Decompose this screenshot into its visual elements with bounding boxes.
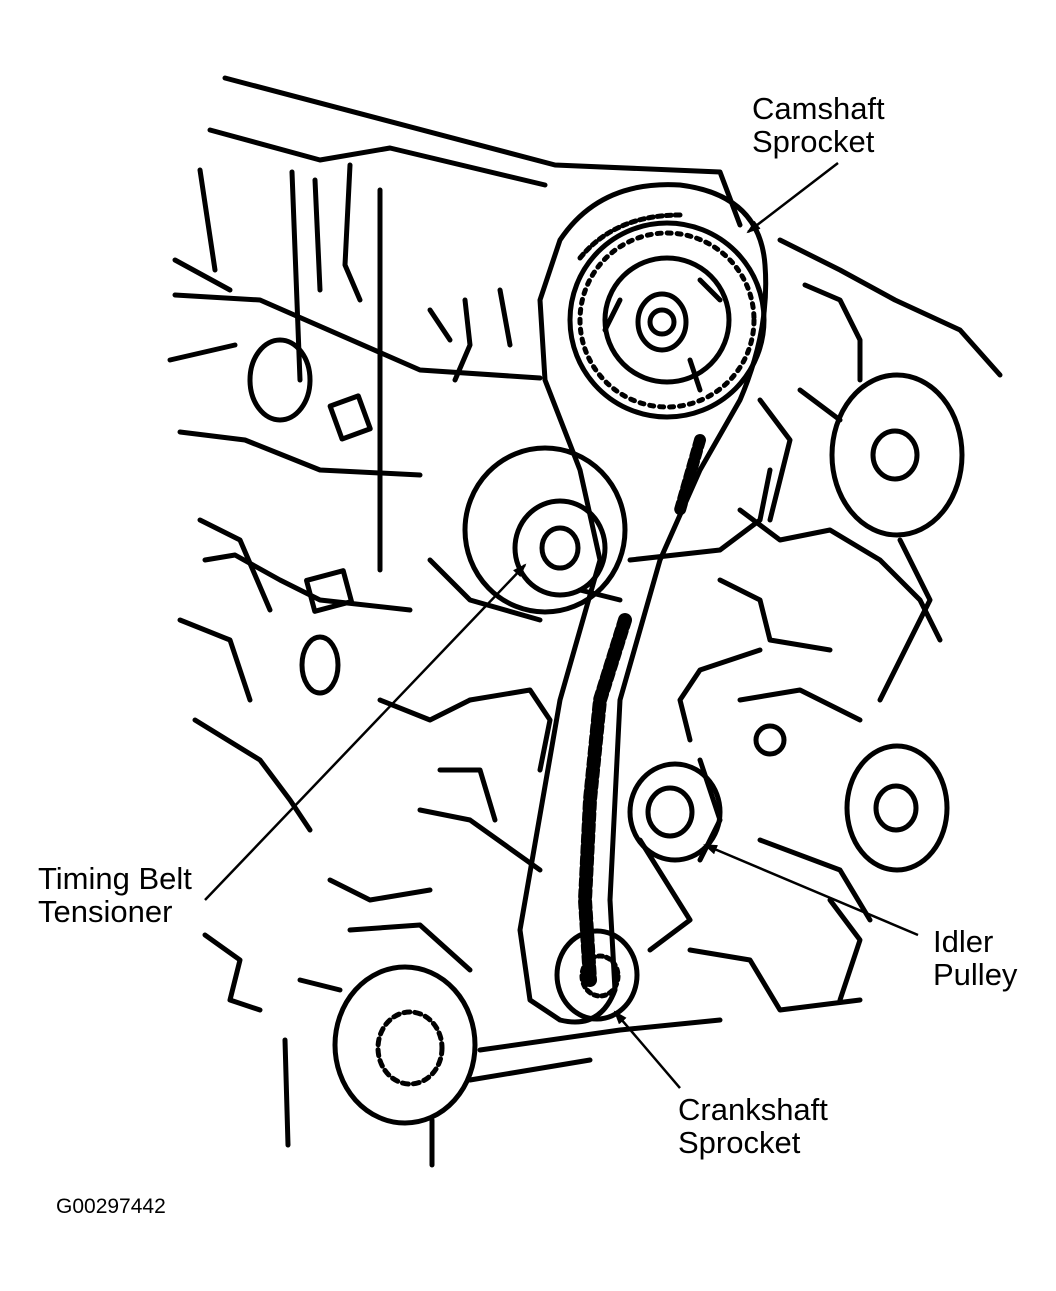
idler-pulley-label-line2: Pulley	[933, 957, 1018, 992]
timing-belt-tensioner-label-line1: Timing Belt	[38, 861, 192, 896]
crankshaft-sprocket-label-line2: Sprocket	[678, 1125, 801, 1160]
timing-belt-tensioner-label-line2: Tensioner	[38, 894, 173, 929]
camshaft-sprocket	[567, 220, 767, 420]
water-pump-pulley	[797, 372, 965, 538]
timing-belt-tensioner	[462, 445, 628, 615]
camshaft-sprocket-label-line1: Camshaft	[752, 91, 885, 126]
figure-id: G00297442	[56, 1195, 166, 1218]
camshaft-sprocket-label: Camshaft Sprocket	[752, 92, 885, 158]
crankshaft-sprocket	[554, 928, 640, 1022]
tensioner-leader	[204, 563, 527, 901]
camshaft-sprocket-label-line2: Sprocket	[752, 124, 875, 159]
idler-pulley-leader	[703, 843, 919, 937]
crankshaft-sprocket-label-line1: Crankshaft	[678, 1092, 828, 1127]
engine-mount	[247, 337, 373, 696]
timing-belt-tensioner-label: Timing Belt Tensioner	[38, 862, 192, 928]
camshaft-sprocket-leader	[746, 162, 839, 234]
idler-pulley	[627, 761, 723, 863]
idler-pulley-label-line1: Idler	[933, 924, 994, 959]
crankshaft-sprocket-label: Crankshaft Sprocket	[678, 1093, 828, 1159]
timing-belt	[517, 182, 769, 1025]
engine-block-outline	[167, 75, 1003, 1168]
power-steering-pulley	[737, 687, 950, 873]
crankshaft-sprocket-leader	[613, 1010, 681, 1089]
idler-pulley-label: Idler Pulley	[933, 925, 1017, 991]
crankshaft-pulley	[332, 964, 478, 1126]
